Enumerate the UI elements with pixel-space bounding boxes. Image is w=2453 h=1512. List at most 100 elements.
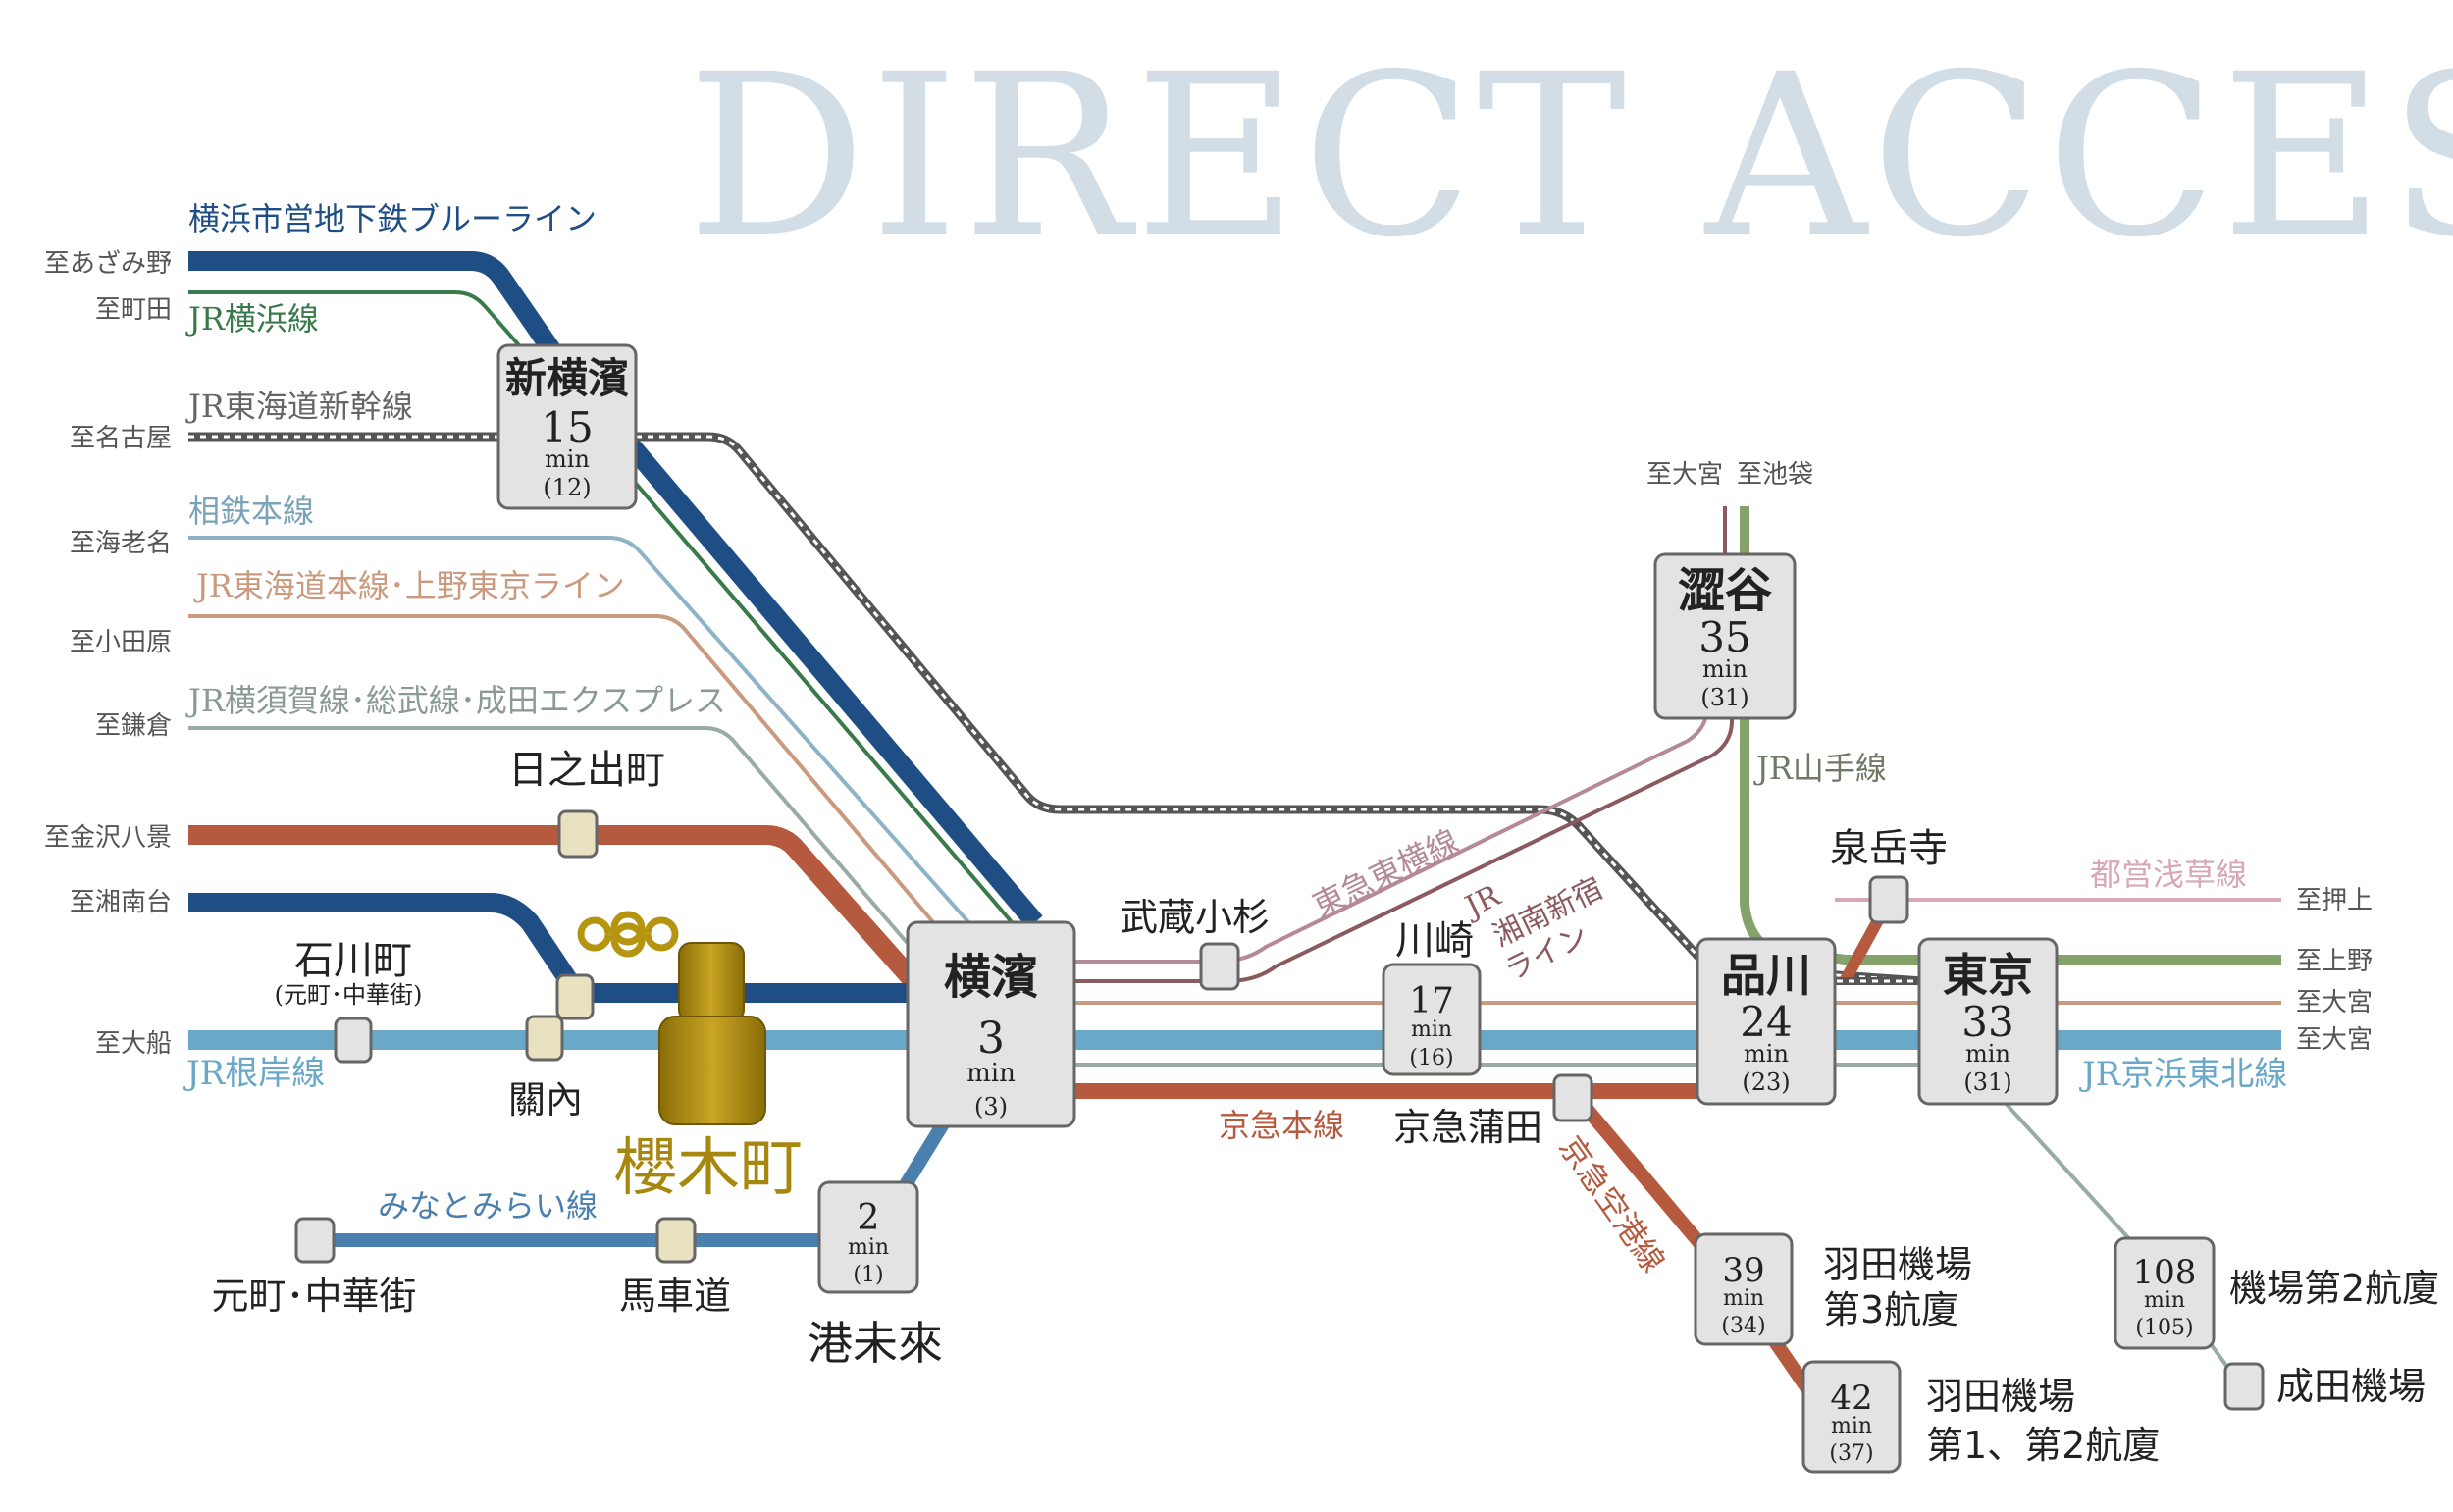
minatomirai-box (817, 1180, 919, 1294)
shinyokohama-time: 15 (541, 403, 593, 451)
yokosuka-label: JR横須賀線･総武線･成田エクスプレス (185, 682, 726, 719)
shibuya-time: 35 (1698, 613, 1750, 661)
shibuya-box (1653, 552, 1797, 720)
toyoko-label: 東急東横線 (1307, 822, 1464, 924)
motomachi-name: 元町･中華街 (211, 1275, 416, 1318)
sotetsu-label: 相鉄本線 (188, 493, 314, 530)
haneda3-time: 39 (1722, 1251, 1764, 1290)
sakuragicho-emblem-icon (577, 911, 679, 958)
station-box-texts: 新横濱 15 min (12) 横濱 3 min (3) 2 min (1) 1… (505, 354, 2196, 1466)
sotetsu-line-track (188, 536, 995, 952)
shinagawa-time: 24 (1740, 998, 1792, 1046)
shinyokohama-min: min (545, 445, 590, 473)
dest-kanazawa: 至金沢八景 (44, 823, 172, 853)
minatomirai-sub: (1) (853, 1263, 883, 1287)
haneda3-sub: (34) (1721, 1314, 1765, 1338)
narita2-sub: (105) (2135, 1316, 2193, 1340)
haneda3-min: min (1723, 1286, 1764, 1311)
shinagawa-box (1696, 937, 1837, 1106)
dest-azamino: 至あざみ野 (44, 249, 172, 279)
station-boxes (496, 343, 2216, 1474)
destination-labels: 至あざみ野 至町田 至名古屋 至海老名 至小田原 至鎌倉 至金沢八景 至湘南台 … (44, 249, 172, 1059)
asakusa-label: 都営浅草線 (2090, 856, 2247, 893)
sakuragicho-marker (577, 911, 766, 1125)
tokaido-line-track (188, 614, 968, 964)
tokaido-label: JR東海道本線･上野東京ライン (193, 567, 625, 604)
tokyo-box (1917, 937, 2059, 1106)
yokohama-name: 横濱 (944, 950, 1038, 1005)
tokyo-min: min (1965, 1040, 2010, 1068)
kawasaki-time: 17 (1409, 981, 1454, 1021)
dest-ueno: 至上野 (2296, 947, 2373, 976)
shinyokohama-box (496, 343, 638, 510)
small-stations (294, 809, 2265, 1411)
minatomirai-time: 2 (858, 1198, 880, 1238)
keikyukamata-name: 京急蒲田 (1393, 1106, 1542, 1149)
airport-names: 羽田機場 第3航廈 羽田機場 第1、第2航廈 機場第2航廈 成田機場 (1823, 1243, 2439, 1467)
haneda3-name2: 第3航廈 (1823, 1288, 1958, 1331)
haneda3-name1: 羽田機場 (1823, 1243, 1972, 1286)
tokyo-time: 33 (1961, 998, 2013, 1046)
dest-machida: 至町田 (95, 295, 172, 325)
haneda12-name1: 羽田機場 (1926, 1375, 2075, 1418)
negishi-label: JR根岸線 (183, 1054, 325, 1093)
haneda3-box (1694, 1232, 1794, 1346)
jr-yokohama-label: JR横浜線 (185, 300, 319, 338)
shinagawa-name: 品川 (1721, 949, 1811, 1002)
dest-omiya-top: 至大宮 (1646, 460, 1723, 490)
haneda12-min: min (1831, 1414, 1872, 1438)
narita-name: 成田機場 (2276, 1365, 2426, 1408)
dest-omiya-r2: 至大宮 (2296, 1025, 2373, 1055)
tokyo-name: 東京 (1943, 949, 2033, 1002)
blue-line-label: 横浜市営地下鉄ブルーライン (188, 200, 597, 237)
motomachi-marker (294, 1217, 336, 1264)
minatomirai-name: 港未來 (808, 1317, 943, 1370)
yokohama-sub: (3) (974, 1093, 1008, 1121)
shinkansen-label: JR東海道新幹線 (185, 388, 413, 425)
narita2-time: 108 (2133, 1253, 2197, 1292)
ishikawacho-name: 石川町 (294, 938, 412, 983)
keikyukamata-marker (1552, 1073, 1593, 1122)
bashamichi-marker (655, 1217, 697, 1264)
dest-ikebukuro: 至池袋 (1737, 460, 1813, 490)
kawasaki-min: min (1411, 1017, 1452, 1042)
dest-ofuna: 至大船 (95, 1029, 172, 1059)
keikyu-label: 京急本線 (1219, 1107, 1344, 1144)
shinagawa-min: min (1744, 1040, 1789, 1068)
musashikosugi-marker (1199, 942, 1240, 991)
sakuragicho-name: 櫻木町 (614, 1132, 803, 1205)
dest-ebina: 至海老名 (70, 529, 172, 558)
yokohama-box (906, 920, 1076, 1128)
haneda12-name2: 第1、第2航廈 (1926, 1424, 2160, 1467)
page-title: DIRECT ACCESS (687, 26, 2453, 287)
shinyokohama-sub: (12) (543, 474, 591, 501)
dest-omiya-r1: 至大宮 (2296, 988, 2373, 1017)
minatomirai-min: min (848, 1235, 889, 1260)
tokyo-sub: (31) (1963, 1069, 2011, 1096)
sengakuji-name: 泉岳寺 (1830, 826, 1948, 871)
dest-nagoya: 至名古屋 (70, 424, 172, 453)
bashamichi-name: 馬車道 (619, 1275, 731, 1318)
shinagawa-sub: (23) (1742, 1069, 1790, 1096)
kawasaki-name: 川崎 (1395, 918, 1474, 964)
keihin-tohoku-label: JR京浜東北線 (2079, 1055, 2287, 1094)
dest-oshiage: 至押上 (2296, 886, 2373, 915)
yamanote-label: JR山手線 (1753, 750, 1887, 787)
kannai-marker-1 (555, 973, 595, 1020)
narita2-box (2114, 1236, 2216, 1350)
kannai-name: 關內 (508, 1078, 583, 1121)
musashikosugi-name: 武蔵小杉 (1121, 896, 1270, 939)
yokosuka-line-track (188, 726, 942, 983)
narita2-name: 機場第2航廈 (2229, 1267, 2439, 1310)
blue-line-track (188, 251, 1043, 929)
yokohama-min: min (966, 1059, 1016, 1088)
keikyu-airport-label: 京急空港線 (1551, 1129, 1672, 1279)
dest-odawara: 至小田原 (70, 628, 172, 657)
shibuya-min: min (1702, 655, 1748, 683)
ishikawacho-marker (334, 1017, 373, 1064)
hinodecho-name: 日之出町 (508, 748, 665, 793)
haneda12-sub: (37) (1829, 1441, 1873, 1466)
minatomirai-label: みなとみらい線 (378, 1187, 598, 1225)
yokohama-time: 3 (977, 1014, 1005, 1064)
